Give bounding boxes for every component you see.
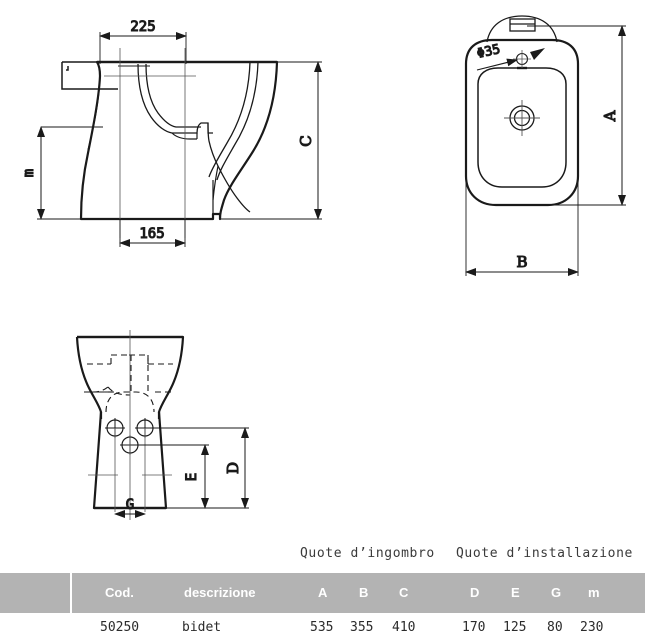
dimension-G-label: G [126, 497, 134, 513]
plan-inner-bowl [477, 67, 567, 188]
rear-hidden-contours [84, 354, 173, 413]
table-header-band [0, 573, 645, 613]
cell-a: 535 [310, 620, 334, 635]
group-title-installazione: Quote d’installazione [456, 546, 633, 561]
column-header-cod: Cod. [105, 585, 134, 600]
cell-descrizione: bidet [182, 620, 222, 635]
plan-top-view: Φ35 A B [464, 15, 626, 276]
cell-b: 355 [350, 620, 374, 635]
side-bowl-inner-contour [137, 61, 259, 213]
column-header-m: m [588, 585, 600, 600]
group-title-ingombro: Quote d’ingombro [300, 546, 435, 561]
column-header-e: E [511, 585, 520, 600]
dimension-E: E [136, 444, 209, 509]
dimension-225-label: 225 [130, 19, 155, 35]
table-header-divider [70, 573, 72, 613]
annotation-diameter-35: Φ35 [475, 41, 545, 71]
dimension-225: 225 [99, 18, 187, 64]
table-group-titles: Quote d’ingombro Quote d’installazione [0, 540, 645, 573]
dimension-B-label: B [516, 253, 527, 271]
cell-g: 80 [547, 620, 563, 635]
cell-m: 230 [580, 620, 604, 635]
side-centre-lines [104, 48, 196, 238]
column-header-descrizione: descrizione [184, 585, 256, 600]
plan-back-arc [486, 15, 558, 43]
cell-d: 170 [462, 620, 486, 635]
rear-bowl-right-outline [77, 335, 185, 419]
dimension-165-label: 165 [139, 226, 164, 242]
side-pedestal-inner-line [87, 77, 219, 214]
cell-cod: 50250 [100, 620, 140, 635]
dimension-m-label: m [21, 169, 37, 177]
column-header-a: A [318, 585, 328, 600]
side-elevation-view: 225 165 C m [20, 18, 322, 247]
column-header-b: B [359, 585, 369, 600]
cell-c: 410 [392, 620, 416, 635]
dimension-C-label: C [297, 135, 315, 146]
plan-drain-target [504, 100, 540, 136]
annotation-diameter-35-label: Φ35 [476, 42, 502, 62]
cell-e: 125 [503, 620, 527, 635]
plan-taphole-ledge [509, 18, 536, 32]
rear-centre-lines [88, 330, 172, 520]
dimension-E-label: E [184, 473, 200, 481]
dimension-D-label: D [224, 462, 242, 474]
dimension-A-label: A [601, 110, 619, 122]
dimension-m: m [20, 126, 103, 220]
specification-table: Quote d’ingombro Quote d’installazione C… [0, 540, 645, 643]
dimension-B: B [465, 180, 579, 276]
dimension-A: A [527, 25, 626, 206]
side-trap-detail [171, 123, 213, 140]
dimension-165: 165 [119, 219, 186, 247]
rear-elevation-view: D E G [75, 330, 249, 520]
plan-outer-body [464, 38, 580, 207]
column-header-c: C [399, 585, 409, 600]
side-taphole-ledge [61, 61, 118, 90]
dimension-G: G [114, 496, 146, 518]
column-header-d: D [470, 585, 480, 600]
dimension-C: C [219, 61, 322, 220]
rear-bowl-left-outline [75, 336, 103, 419]
column-header-g: G [551, 585, 562, 600]
